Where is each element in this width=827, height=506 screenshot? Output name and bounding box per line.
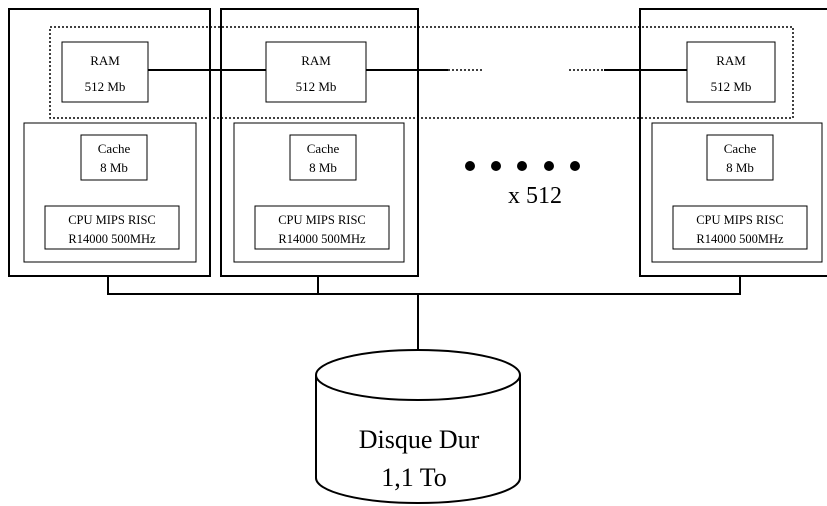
shared-memory-region: [49, 26, 794, 119]
cpu-line-2: R14000 500MHz: [696, 232, 784, 246]
cpu-line-1: CPU MIPS RISC: [696, 213, 784, 227]
ram-size: 512 Mb: [296, 79, 337, 94]
cpu-line-1: CPU MIPS RISC: [278, 213, 366, 227]
cpu-line-2: R14000 500MHz: [278, 232, 366, 246]
ram-box: [686, 41, 776, 103]
compute-node-1: RAM 512 Mb Cache 8 Mb CPU MIPS RISC R140…: [8, 8, 211, 277]
ellipsis-dots: [465, 161, 580, 171]
cache-box: [80, 134, 148, 181]
cache-size: 8 Mb: [309, 160, 337, 175]
node-count-label: x 512: [508, 183, 562, 209]
cache-box: [289, 134, 357, 181]
cache-size: 8 Mb: [100, 160, 128, 175]
cache-size: 8 Mb: [726, 160, 754, 175]
cache-label: Cache: [724, 141, 757, 156]
ram-label: RAM: [301, 53, 331, 68]
disk-top: [315, 349, 521, 401]
cache-label: Cache: [307, 141, 340, 156]
cpu-box: [254, 205, 390, 250]
processor-module: [23, 122, 197, 263]
disk-label: Disque Dur: [359, 425, 480, 454]
ram-label: RAM: [90, 53, 120, 68]
processor-module: [651, 122, 823, 263]
cpu-line-1: CPU MIPS RISC: [68, 213, 156, 227]
compute-node-last: RAM 512 Mb Cache 8 Mb CPU MIPS RISC R140…: [639, 8, 827, 277]
compute-node-2: RAM 512 Mb Cache 8 Mb CPU MIPS RISC R140…: [220, 8, 419, 277]
cache-label: Cache: [98, 141, 131, 156]
disk-capacity: 1,1 To: [381, 463, 447, 492]
cpu-box: [44, 205, 180, 250]
storage-bus: [107, 276, 741, 350]
node-frame: [8, 8, 211, 277]
cpu-box: [672, 205, 808, 250]
cpu-line-2: R14000 500MHz: [68, 232, 156, 246]
ram-label: RAM: [716, 53, 746, 68]
cache-box: [706, 134, 774, 181]
processor-module: [233, 122, 405, 263]
ram-size: 512 Mb: [85, 79, 126, 94]
ram-box: [265, 41, 367, 103]
disk-cylinder: Disque Dur 1,1 To: [315, 349, 521, 504]
node-frame: [639, 8, 827, 277]
ram-size: 512 Mb: [711, 79, 752, 94]
node-frame: [220, 8, 419, 277]
disk-body: [315, 375, 521, 504]
ram-box: [61, 41, 149, 103]
